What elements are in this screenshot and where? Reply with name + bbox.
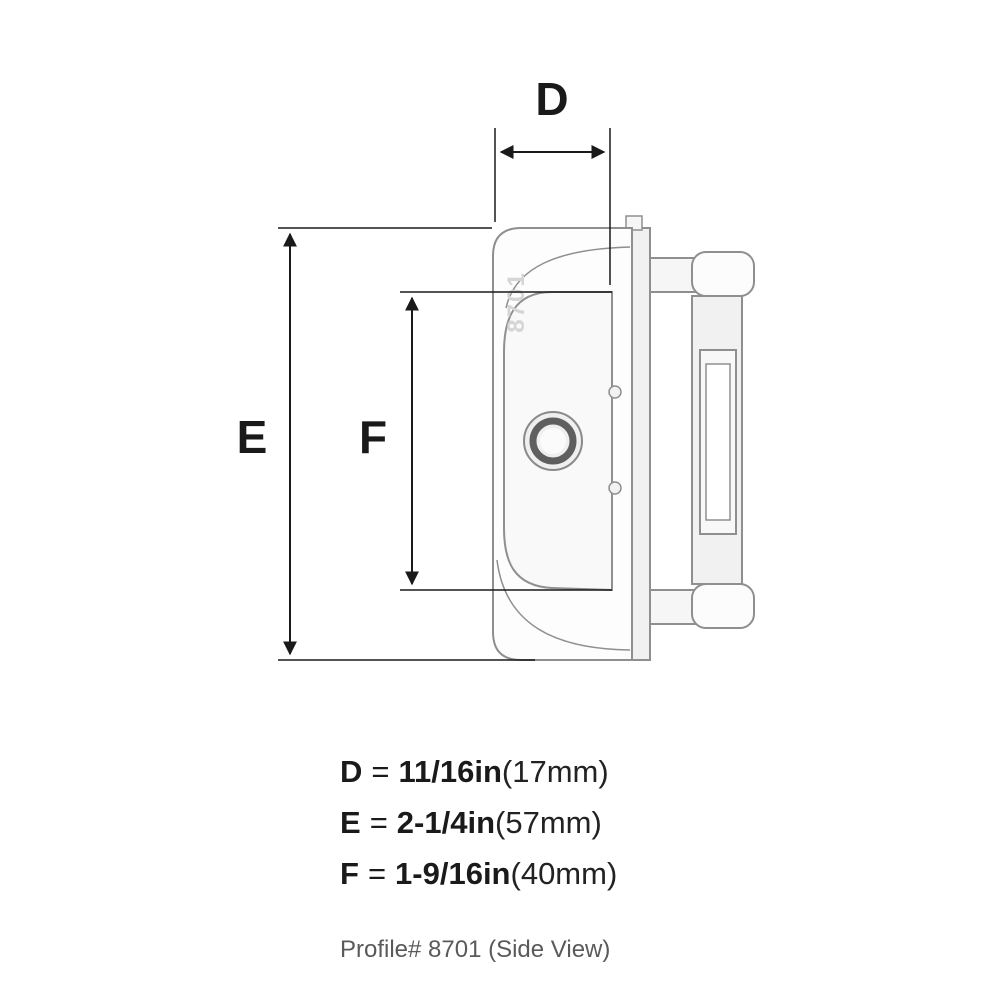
hinge-rear-strip [631,227,651,661]
dimension-f-label: F [359,411,387,463]
hinge-edge-bump-top [608,385,622,399]
part-number-watermark: 8701 [503,271,530,332]
hinge-wrap-bottom-curve [496,559,631,651]
legend-row-d: D=11/16in(17mm) [340,746,617,797]
legend-e-letter: E [340,805,361,840]
hinge-top-tab [625,215,643,231]
profile-caption: Profile# 8701 (Side View) [340,936,611,963]
hinge-side-view-drawing [492,215,755,661]
screw-hole-ring [529,417,577,465]
legend-row-e: E=2-1/4in(57mm) [340,797,617,848]
screw-hole-center [540,428,566,454]
hinge-bottom-connector [649,589,697,625]
hinge-cup-top-curve [505,246,631,309]
legend-f-millimeters: (40mm) [510,856,618,891]
legend-d-letter: D [340,754,363,789]
legend-d-inches: 11/16in [398,754,502,789]
dimension-legend: D=11/16in(17mm) E=2-1/4in(57mm) F=1-9/16… [340,746,617,964]
hinge-top-connector [649,257,697,293]
hinge-top-knuckle [691,251,755,297]
legend-d-equals: = [371,754,390,789]
hinge-edge-bump-bottom [608,481,622,495]
hinge-bottom-knuckle [691,583,755,629]
legend-e-millimeters: (57mm) [495,805,602,840]
legend-row-f: F=1-9/16in(40mm) [340,848,617,899]
hinge-arm-slot-inner [705,363,731,521]
legend-d-millimeters: (17mm) [501,754,609,789]
dimension-d [494,128,611,285]
legend-f-equals: = [367,856,387,891]
legend-e-inches: 2-1/4in [396,805,496,840]
dimension-e [278,227,535,661]
dimension-e-label: E [237,411,268,463]
dimension-d-label: D [535,73,568,125]
legend-e-equals: = [369,805,388,840]
dimension-f [400,291,612,591]
legend-f-inches: 1-9/16in [395,856,511,891]
legend-f-letter: F [340,856,359,891]
